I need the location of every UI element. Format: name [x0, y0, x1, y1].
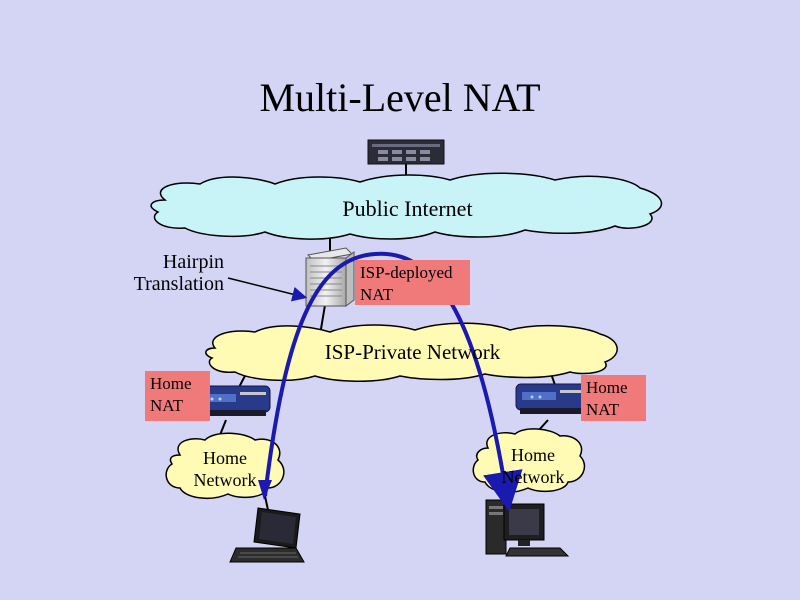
isp-private-cloud — [205, 322, 618, 382]
home-network-left-line2: Network — [193, 470, 257, 490]
home-nat-box-right: Home NAT — [581, 375, 646, 421]
home-router-icon-left — [195, 385, 271, 416]
home-nat-left-line1: Home — [150, 374, 192, 393]
isp-nat-line1: ISP-deployed — [360, 263, 453, 282]
laptop-arrowhead — [258, 480, 272, 500]
isp-nat-line2: NAT — [360, 285, 394, 304]
home-network-label-right: Home Network — [488, 444, 578, 488]
hairpin-translation-arrow — [227, 277, 308, 302]
laptop-icon — [229, 507, 305, 563]
home-nat-left-line2: NAT — [150, 396, 184, 415]
isp-private-network-label: ISP-Private Network — [324, 340, 501, 364]
home-network-label-left: Home Network — [180, 447, 270, 491]
home-nat-right-line1: Home — [586, 378, 628, 397]
hairpin-label-line1: Hairpin — [162, 251, 224, 273]
home-network-left-line1: Home — [203, 448, 247, 468]
isp-nat-box: ISP-deployed NAT — [355, 260, 470, 305]
desktop-computer-icon — [485, 499, 570, 557]
home-network-right-line2: Network — [501, 467, 565, 487]
hairpin-label-line2: Translation — [133, 273, 224, 295]
home-nat-right-line2: NAT — [586, 400, 620, 419]
hairpin-traffic-path — [263, 251, 523, 512]
page-title: Multi-Level NAT — [259, 75, 541, 120]
public-internet-label: Public Internet — [342, 196, 473, 221]
home-router-icon-right — [515, 383, 591, 414]
server-icon — [367, 139, 445, 165]
hairpin-translation-label: Hairpin Translation — [96, 251, 224, 295]
home-network-right-line1: Home — [511, 445, 555, 465]
home-nat-box-left: Home NAT — [145, 371, 210, 421]
public-internet-cloud — [150, 172, 663, 240]
